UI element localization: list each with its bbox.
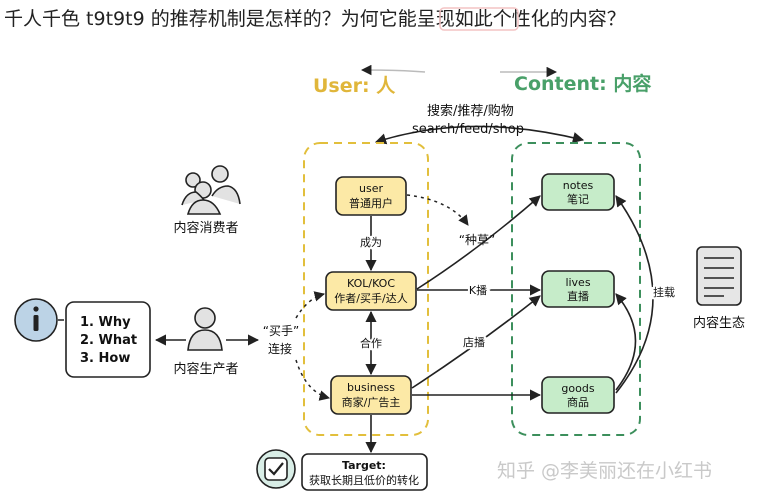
kol-node-zh: 作者/买手/达人 (334, 291, 407, 305)
store-broadcast-label: 店播 (463, 335, 485, 349)
lives-node: lives 直播 (541, 270, 615, 308)
target-line-2: 获取长期且低价的转化 (309, 473, 419, 487)
mount-label: 挂载 (653, 285, 675, 299)
buyer-connect-label-2: 连接 (268, 341, 292, 356)
kol-node: KOL/KOC 作者/买手/达人 (325, 271, 417, 311)
business-node-en: business (347, 381, 395, 394)
faint-stamp (439, 7, 519, 31)
producer-label: 内容生产者 (173, 361, 238, 377)
goods-node-en: goods (561, 382, 594, 395)
target-box (301, 453, 428, 491)
content-header: Content: 内容 (514, 72, 651, 95)
edge-cooperate-label: 合作 (360, 336, 382, 350)
consumer-label: 内容消费者 (173, 220, 238, 236)
edge-business-lives (411, 295, 541, 389)
watermark: 知乎 @李美丽还在小红书 (497, 460, 713, 482)
notes-node-en: notes (563, 179, 594, 192)
user-node-en: user (359, 182, 383, 195)
edge-goods-lives (615, 293, 637, 391)
seed-label: “种草” (459, 233, 495, 247)
goods-node: goods 商品 (541, 376, 615, 414)
edge-producer-business (295, 359, 331, 401)
business-node-zh: 商家/广告主 (342, 395, 401, 409)
why-list-box (65, 301, 151, 378)
k-broadcast-label: K播 (469, 283, 487, 297)
notes-node: notes 笔记 (541, 173, 615, 211)
user-container (303, 142, 429, 436)
kol-node-en: KOL/KOC (347, 277, 395, 290)
user-node: user 普通用户 (335, 176, 407, 216)
user-group-icon (181, 165, 241, 215)
user-node-zh: 普通用户 (349, 196, 393, 210)
ecosystem-label: 内容生态 (693, 315, 745, 331)
document-icon (696, 246, 742, 306)
search-label-en: search/feed/shop (412, 122, 524, 137)
edge-kol-notes (416, 195, 541, 290)
user-header: User: 人 (313, 75, 396, 97)
lives-node-en: lives (565, 276, 590, 289)
goods-node-zh: 商品 (567, 395, 589, 409)
content-container (511, 142, 641, 436)
why-item-2: 2. What (80, 333, 137, 348)
lives-node-zh: 直播 (567, 289, 589, 303)
target-line-1: Target: (342, 459, 386, 472)
page-title: 千人千色 t9t9t9 的推荐机制是怎样的？为何它能呈现如此个性化的内容？ (4, 8, 626, 30)
why-item-3: 3. How (80, 351, 130, 366)
edge-producer-kol (295, 291, 326, 319)
arrow-search-double (374, 125, 585, 145)
buyer-connect-label-1: “买手” (263, 324, 299, 338)
notes-node-zh: 笔记 (567, 192, 589, 206)
person-icon (187, 307, 223, 351)
edge-user-seed (406, 194, 469, 226)
check-icon (256, 449, 296, 489)
search-label-zh: 搜索/推荐/购物 (427, 103, 514, 119)
info-icon (14, 298, 58, 342)
edge-become-label: 成为 (360, 236, 382, 249)
edge-goods-notes (615, 195, 654, 394)
arrow-top-left (360, 64, 426, 76)
why-item-1: 1. Why (80, 315, 131, 330)
business-node: business 商家/广告主 (330, 375, 412, 415)
